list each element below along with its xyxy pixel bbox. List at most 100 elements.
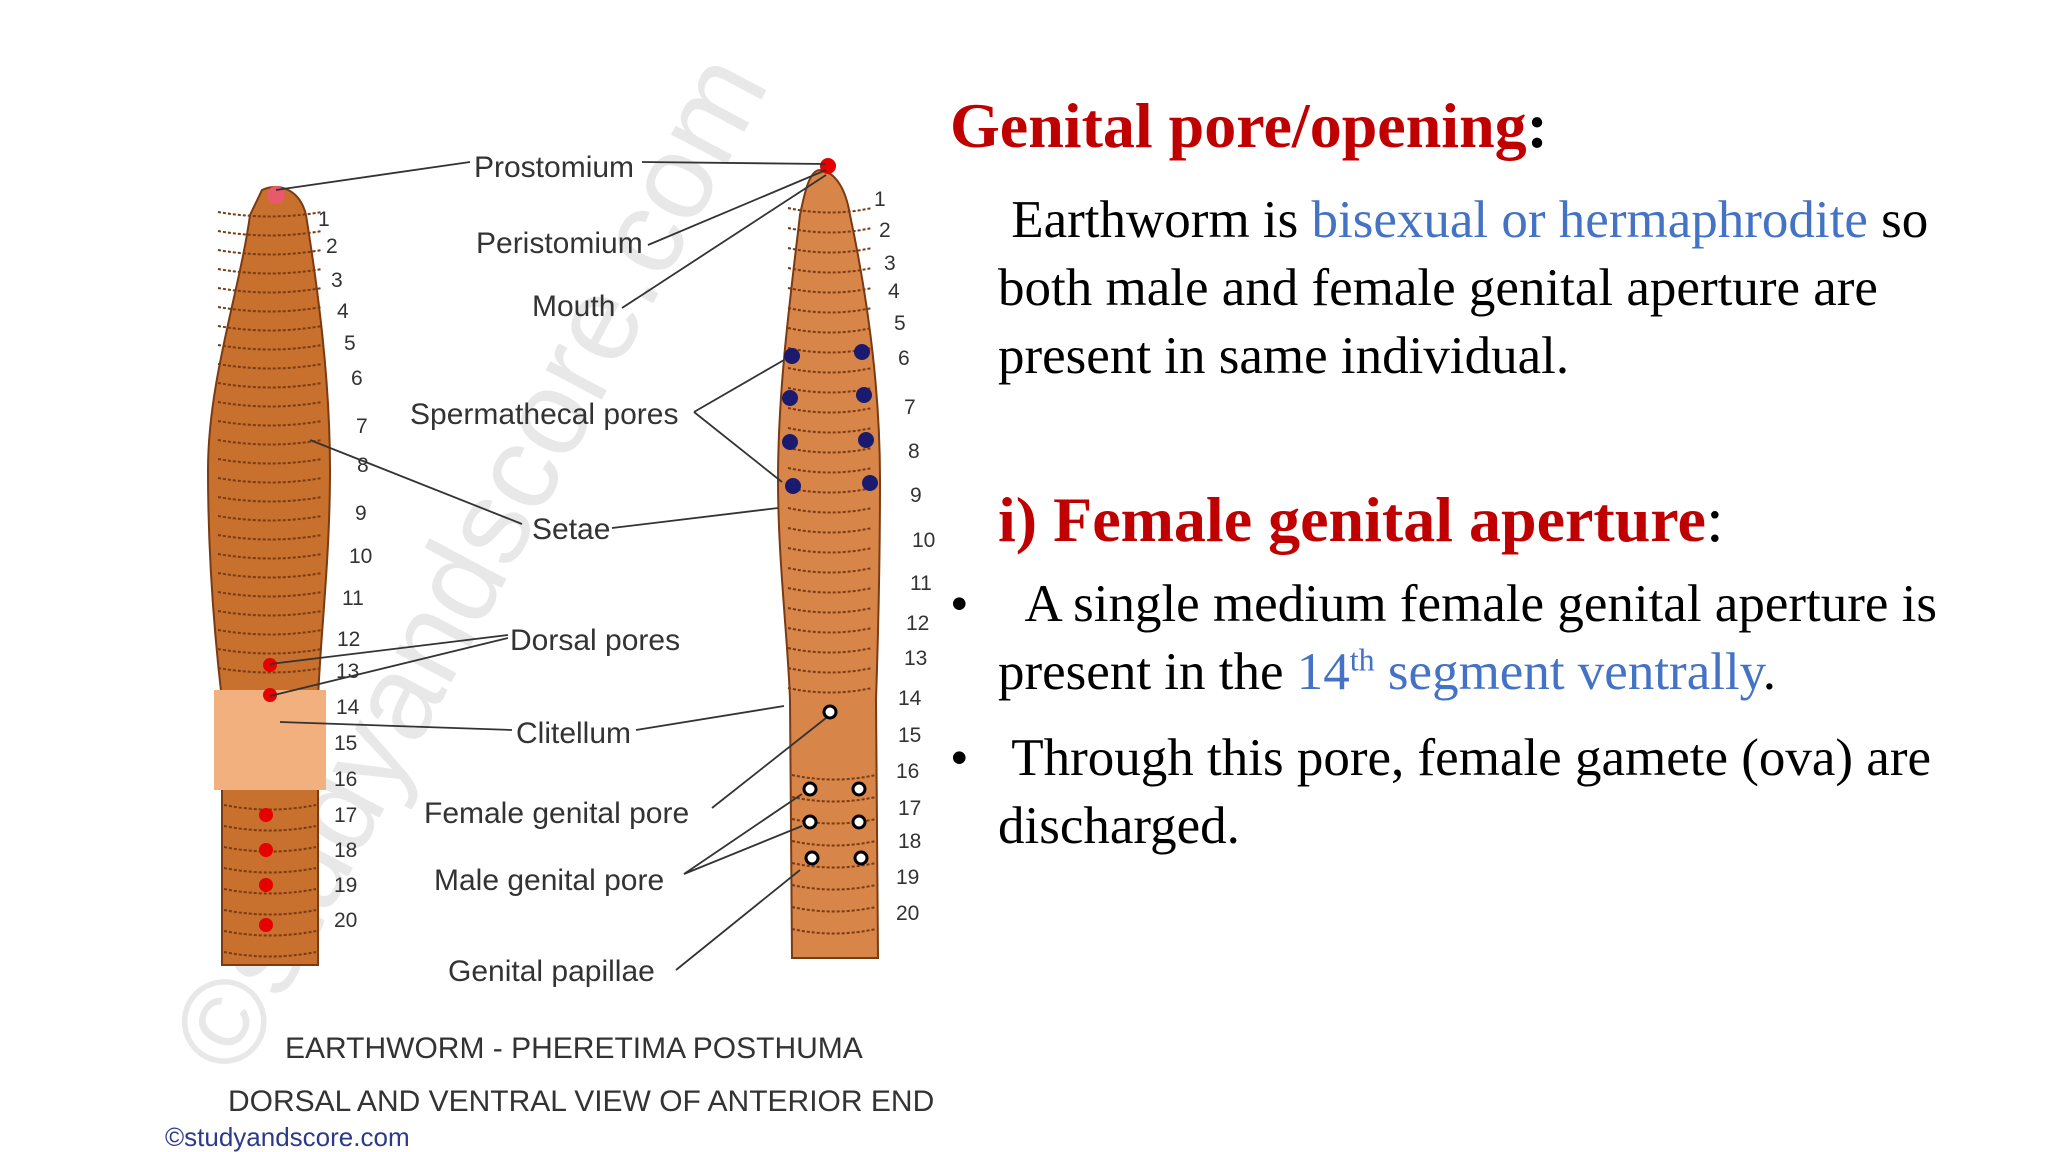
label-peristomium: Peristomium [476, 227, 643, 260]
segment-ring [787, 567, 873, 574]
segment-ring [787, 507, 873, 514]
ventral-segment-number: 4 [888, 280, 900, 303]
dorsal-pores [259, 658, 277, 932]
segment-ring [787, 267, 873, 274]
caption-subtitle: DORSAL AND VENTRAL VIEW OF ANTERIOR END [228, 1085, 934, 1118]
segment-ring [791, 906, 877, 913]
segment-ring [791, 928, 877, 935]
segment-ring [217, 344, 323, 351]
segment-ring [787, 207, 873, 214]
ventral-segment-number: 13 [904, 647, 927, 670]
dorsal-segment-number: 14 [336, 696, 360, 719]
ventral-segment-number: 14 [898, 687, 922, 710]
dorsal-segment-number: 5 [344, 332, 356, 355]
segment-ring [217, 287, 323, 294]
genital-pore-rings [802, 704, 869, 866]
segment-ring [787, 367, 873, 374]
segment-ring [217, 268, 323, 275]
segment-ring [787, 247, 873, 254]
intro-highlight: bisexual or hermaphrodite [1311, 191, 1868, 249]
bullet-dot: • [950, 729, 969, 787]
segment-ring [787, 687, 873, 694]
bullet1-end: . [1762, 643, 1776, 701]
ventral-segment-number: 6 [898, 347, 910, 370]
segment-ring [787, 427, 873, 434]
ventral-segment-number: 10 [912, 529, 935, 552]
segment-ring [791, 862, 877, 869]
earthworm-diagram: ©studyandscore.com [145, 33, 936, 1152]
segment-ring [217, 249, 323, 256]
dorsal-segment-number: 11 [342, 587, 364, 610]
label-prostomium: Prostomium [474, 151, 634, 184]
segment-ring [217, 401, 323, 408]
subheading-text: i) Female genital aperture [998, 484, 1706, 555]
segment-ring [787, 607, 873, 614]
segment-ring [791, 818, 877, 825]
ventral-segment-number: 15 [898, 724, 921, 747]
segment-ring [787, 527, 873, 534]
segment-ring [787, 467, 873, 474]
dorsal-segment-number: 3 [331, 269, 343, 292]
segment-ring [787, 287, 873, 294]
label-female-genital-pore: Female genital pore [424, 797, 689, 830]
segment-ring [787, 647, 873, 654]
bullet2-text: Through this pore, female gamete (ova) a… [998, 729, 1931, 855]
intro-paragraph: Earthworm is bisexual or hermaphrodite s… [998, 186, 2010, 390]
dorsal-segment-number: 2 [326, 235, 338, 258]
segment-ring [791, 884, 877, 891]
heading-genital-pore: Genital pore/opening: [950, 88, 2010, 164]
dorsal-segment-number: 7 [356, 415, 368, 438]
label-dorsal-pores: Dorsal pores [510, 624, 680, 657]
dorsal-segment-number: 12 [337, 628, 360, 651]
segment-ring [223, 951, 317, 958]
segment-ring [791, 840, 877, 847]
segment-ring [787, 487, 873, 494]
segment-ring [223, 888, 317, 895]
segment-ring [217, 325, 323, 332]
segment-ring [787, 407, 873, 414]
segment-ring [217, 496, 323, 503]
spermathecal-pore-dots [782, 344, 878, 494]
ventral-segment-number: 2 [879, 219, 891, 242]
segment-ring [217, 382, 323, 389]
segment-ring [217, 591, 323, 598]
dorsal-segment-number: 18 [334, 839, 357, 862]
segment-ring [787, 547, 873, 554]
bullet1-segment-number: 14 [1296, 643, 1350, 701]
segment-ring [217, 515, 323, 522]
ventral-segment-number: 12 [906, 612, 929, 635]
label-setae: Setae [532, 513, 610, 546]
segment-ring [787, 327, 873, 334]
segment-ring [217, 572, 323, 579]
segment-ring [223, 867, 317, 874]
bullet1-part1: A single medium female genital aperture … [998, 575, 1937, 701]
label-genital-papillae: Genital papillae [448, 955, 655, 988]
ventral-segment-number: 20 [896, 902, 919, 925]
heading-colon: : [1526, 90, 1548, 161]
bullet1-superscript: th [1349, 641, 1375, 678]
dorsal-segment-number: 19 [334, 874, 357, 897]
copyright-text: ©studyandscore.com [165, 1122, 410, 1152]
subheading-colon: : [1705, 484, 1724, 555]
label-male-genital-pore: Male genital pore [434, 864, 664, 897]
ventral-segment-number: 18 [898, 830, 921, 853]
bullet-item-2: • Through this pore, female gamete (ova)… [950, 724, 2010, 860]
segment-ring [223, 930, 317, 937]
dorsal-segment-number: 8 [357, 454, 369, 477]
intro-part1: Earthworm is [1011, 191, 1312, 249]
dorsal-segment-number: 6 [351, 367, 363, 390]
label-mouth: Mouth [532, 290, 615, 323]
segment-ring [217, 667, 323, 674]
subheading-female-aperture: i) Female genital aperture: [998, 482, 2010, 558]
bullet1-segment-text: segment ventrally [1374, 643, 1763, 701]
dorsal-worm [206, 186, 332, 966]
ventral-segment-number: 19 [896, 866, 919, 889]
bullet-item-1: • A single medium female genital apertur… [950, 570, 2010, 706]
ventral-segment-number: 16 [896, 760, 919, 783]
dorsal-segment-number: 4 [337, 300, 349, 323]
intro-part2: so both male and female genital aperture… [998, 191, 1929, 385]
bullet-list: • A single medium female genital apertur… [950, 570, 2010, 860]
segment-ring [217, 648, 323, 655]
segment-ring [217, 363, 323, 370]
